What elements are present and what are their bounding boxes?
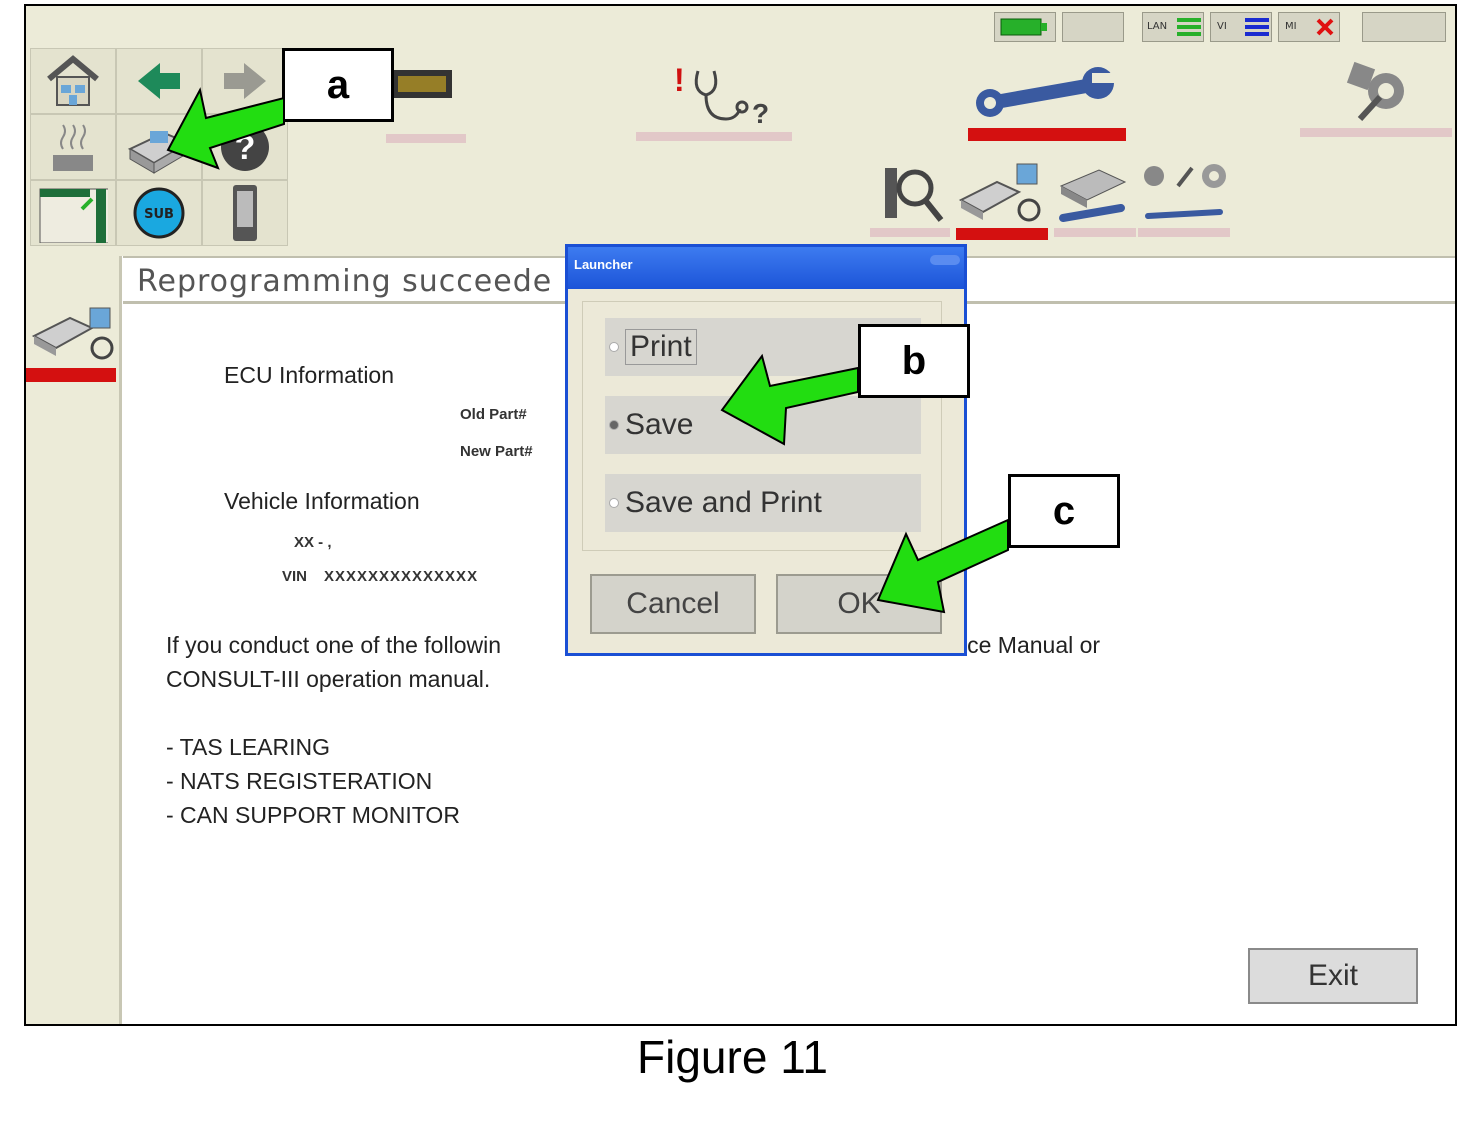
save-and-print-radio[interactable]	[609, 498, 619, 508]
forward-arrow-icon	[224, 63, 266, 99]
tab-settings-underline	[1300, 128, 1452, 137]
back-arrow-icon	[138, 63, 180, 99]
heater-button[interactable]	[30, 114, 116, 180]
sidebar-active-indicator	[26, 368, 116, 382]
back-button[interactable]	[116, 48, 202, 114]
work-support-icon	[976, 67, 1114, 117]
device-button[interactable]	[202, 180, 288, 246]
battery-status-icon	[994, 12, 1056, 42]
vi-label: VI	[1217, 21, 1227, 32]
callout-a: a	[282, 48, 394, 122]
sub-icon: SUB	[133, 187, 185, 239]
old-part-label: Old Part#	[460, 406, 527, 423]
toolbar: LAN VI MI ?	[26, 6, 1455, 256]
counter-underline	[386, 134, 466, 143]
inspect-button[interactable]	[870, 158, 950, 228]
app-screen: LAN VI MI ?	[24, 4, 1457, 1026]
tab-work-support[interactable]	[968, 60, 1126, 126]
list-item: - CAN SUPPORT MONITOR	[166, 802, 460, 828]
list-item: - TAS LEARING	[166, 734, 331, 760]
mi-status-icon: MI	[1278, 12, 1340, 42]
home-button[interactable]	[30, 48, 116, 114]
vehicle-info-heading: Vehicle Information	[224, 488, 420, 514]
callout-b: b	[858, 324, 970, 398]
vi-status-icon: VI	[1210, 12, 1272, 42]
lan-label: LAN	[1147, 21, 1168, 32]
titlebar-decoration	[930, 255, 960, 265]
arrow-c-icon	[876, 518, 1009, 614]
arrow-a-icon	[166, 87, 285, 170]
list-item: - NATS REGISTERATION	[166, 768, 433, 794]
blank-status-cell-2	[1362, 12, 1446, 42]
svg-text:!: !	[674, 62, 685, 98]
exit-button[interactable]: Exit	[1248, 948, 1418, 1004]
accessories-underline	[1138, 228, 1230, 237]
reprogramming-icon	[958, 163, 1041, 222]
callout-c: c	[1008, 474, 1120, 548]
tab-diagnosis[interactable]: !?	[636, 60, 792, 132]
cancel-button[interactable]: Cancel	[590, 574, 756, 634]
instruction-text-end: ice Manual or	[962, 632, 1101, 658]
arrow-b-icon	[720, 353, 859, 446]
reprogramming-underline	[956, 228, 1048, 240]
save-and-print-option-label: Save and Print	[625, 486, 822, 519]
accessories-icon	[1144, 164, 1226, 219]
print-option-label: Print	[625, 329, 697, 365]
lan-status-icon: LAN	[1142, 12, 1204, 42]
dialog-titlebar[interactable]: Launcher	[568, 247, 964, 289]
ecu-tools-icon	[1059, 169, 1127, 222]
blank-status-cell	[1062, 12, 1124, 42]
device-icon	[233, 185, 257, 241]
vehicle-model: XX - ,	[294, 534, 332, 551]
instruction-text-start: If you conduct one of the followin	[166, 632, 501, 658]
save-option-label: Save	[625, 408, 694, 441]
tab-work-support-underline	[968, 128, 1126, 141]
vin-value: XXXXXXXXXXXXXX	[324, 568, 479, 585]
page-title: Reprogramming succeede	[137, 264, 553, 299]
svg-text:?: ?	[752, 98, 769, 129]
mi-label: MI	[1285, 21, 1297, 32]
ecu-info-heading: ECU Information	[224, 362, 395, 388]
dialog-title: Launcher	[574, 257, 633, 272]
save-and-print-option[interactable]: Save and Print	[605, 474, 921, 532]
left-sidebar	[26, 256, 122, 1024]
settings-icon	[1346, 61, 1404, 122]
screen-capture-icon	[39, 188, 108, 243]
ecu-tools-button[interactable]	[1054, 158, 1136, 228]
new-part-label: New Part#	[460, 443, 533, 460]
reprogramming-button[interactable]	[956, 158, 1048, 228]
vin-label: VIN	[282, 568, 308, 585]
home-icon	[47, 55, 99, 106]
diagnosis-icon: !?	[674, 62, 769, 129]
figure-caption: Figure 11	[637, 1031, 828, 1083]
inspect-icon	[885, 168, 944, 222]
counter-icon	[386, 64, 466, 104]
screen-capture-button[interactable]	[30, 180, 116, 246]
heater-icon	[53, 124, 93, 171]
print-radio[interactable]	[609, 342, 619, 352]
instruction-text-line2: CONSULT-III operation manual.	[166, 666, 491, 692]
save-radio[interactable]	[609, 420, 619, 430]
launcher-dialog: Launcher Print Save Save and Print Cance…	[565, 244, 967, 656]
tab-settings[interactable]	[1300, 56, 1452, 128]
accessories-button[interactable]	[1138, 158, 1230, 228]
svg-text:SUB: SUB	[144, 207, 174, 222]
ecu-tools-underline	[1054, 228, 1136, 237]
inspect-underline	[870, 228, 950, 237]
tab-diagnosis-underline	[636, 132, 792, 141]
reprogramming-sidebar-icon[interactable]	[30, 304, 116, 368]
sub-button[interactable]: SUB	[116, 180, 202, 246]
